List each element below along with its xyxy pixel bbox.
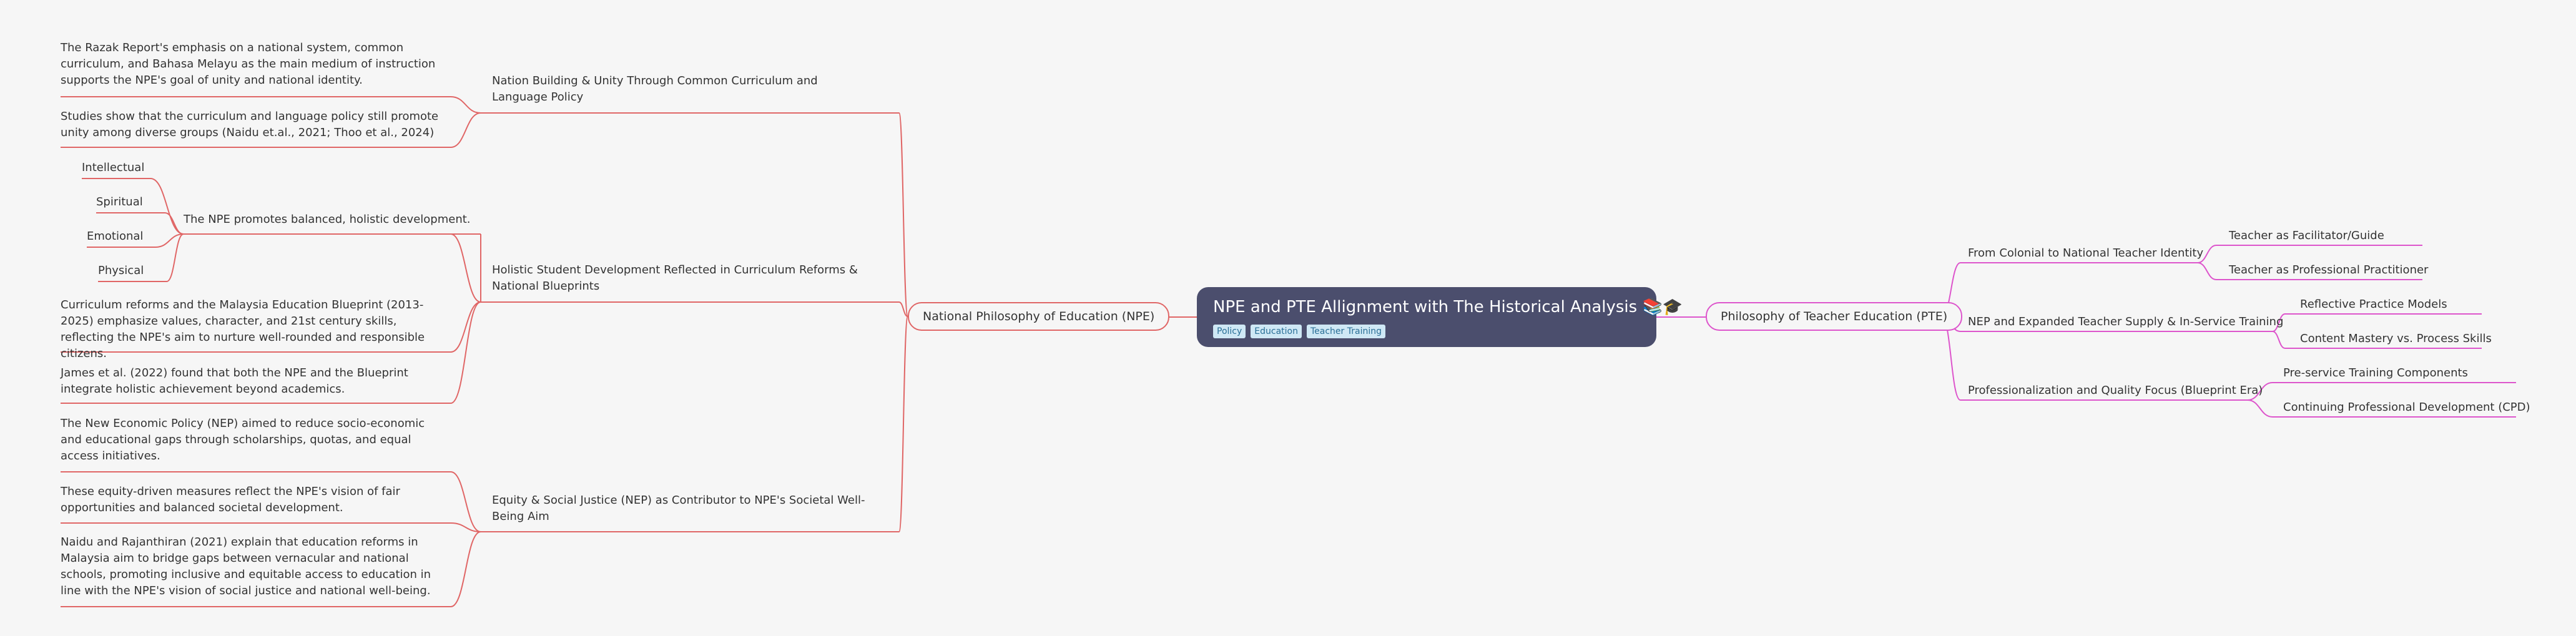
leaf-curve xyxy=(2272,313,2286,332)
npe-branch-curve xyxy=(898,112,908,317)
leaf-curve xyxy=(450,112,481,148)
graduation-cap-icon: 🎓 xyxy=(1662,298,1683,316)
root-title-text: NPE and PTE Allignment with The Historic… xyxy=(1213,298,1638,316)
leaf-curve xyxy=(450,522,481,532)
leaf-curve xyxy=(450,96,481,114)
leaf-curve xyxy=(2247,382,2273,401)
leaf-curve xyxy=(2197,262,2217,280)
leaf-naidu-rajanthiran[interactable]: Naidu and Rajanthiran (2021) explain tha… xyxy=(61,536,431,597)
leaf-preservice-training[interactable]: Pre-service Training Components xyxy=(2283,366,2468,379)
leaf-professional-practitioner[interactable]: Teacher as Professional Practitioner xyxy=(2229,263,2429,276)
quality-curve xyxy=(155,233,184,248)
sub-npe-balanced[interactable]: The NPE promotes balanced, holistic deve… xyxy=(184,213,471,226)
leaf-cpd[interactable]: Continuing Professional Development (CPD… xyxy=(2283,401,2530,414)
branch-professionalization[interactable]: Professionalization and Quality Focus (B… xyxy=(1968,384,2263,397)
npe-branch-curve xyxy=(898,301,908,317)
branch-teacher-supply[interactable]: NEP and Expanded Teacher Supply & In-Ser… xyxy=(1968,315,2284,328)
leaf-curve xyxy=(450,531,481,607)
quality-curve xyxy=(164,212,184,235)
leaf-spiritual[interactable]: Spiritual xyxy=(96,195,143,208)
leaf-intellectual[interactable]: Intellectual xyxy=(82,161,145,174)
npe-branch-curve xyxy=(898,316,908,532)
tag-list: Policy Education Teacher Training xyxy=(1213,325,1640,338)
branch-equity-social-justice[interactable]: Equity & Social Justice (NEP) as Contrib… xyxy=(492,494,865,523)
leaf-curve xyxy=(450,301,481,404)
leaf-content-mastery[interactable]: Content Mastery vs. Process Skills xyxy=(2300,332,2492,345)
leaf-unity-studies[interactable]: Studies show that the curriculum and lan… xyxy=(61,110,439,139)
leaf-curve xyxy=(450,471,481,532)
sub-connector xyxy=(450,233,481,303)
branch-teacher-identity[interactable]: From Colonial to National Teacher Identi… xyxy=(1968,247,2204,260)
leaf-nep-gaps[interactable]: The New Economic Policy (NEP) aimed to r… xyxy=(61,417,425,462)
tag[interactable]: Teacher Training xyxy=(1306,325,1385,338)
leaf-equity-measures[interactable]: These equity-driven measures reflect the… xyxy=(61,485,400,514)
tag[interactable]: Policy xyxy=(1213,325,1246,338)
tag[interactable]: Education xyxy=(1251,325,1302,338)
books-icon: 📚 xyxy=(1642,298,1663,316)
branch-nation-building[interactable]: Nation Building & Unity Through Common C… xyxy=(492,74,818,104)
quality-curve xyxy=(150,178,184,235)
leaf-curve xyxy=(2247,399,2273,418)
leaf-james-2022[interactable]: James et al. (2022) found that both the … xyxy=(61,366,408,396)
root-title: NPE and PTE Allignment with The Historic… xyxy=(1213,296,1683,318)
quality-curve xyxy=(166,233,184,282)
leaf-curve xyxy=(2197,245,2217,263)
leaf-curve xyxy=(450,301,481,353)
leaf-facilitator-guide[interactable]: Teacher as Facilitator/Guide xyxy=(2229,229,2384,242)
leaf-physical[interactable]: Physical xyxy=(98,264,144,277)
leaf-reflective-practice[interactable]: Reflective Practice Models xyxy=(2300,298,2447,311)
npe-topic[interactable]: National Philosophy of Education (NPE) xyxy=(908,302,1170,331)
leaf-curve xyxy=(2272,331,2286,349)
leaf-emotional[interactable]: Emotional xyxy=(87,230,144,243)
branch-holistic-development[interactable]: Holistic Student Development Reflected i… xyxy=(492,263,858,293)
root-topic[interactable]: NPE and PTE Allignment with The Historic… xyxy=(1197,287,1683,347)
leaf-curriculum-reforms[interactable]: Curriculum reforms and the Malaysia Educ… xyxy=(61,298,425,360)
leaf-razak-report[interactable]: The Razak Report's emphasis on a nationa… xyxy=(61,41,436,87)
pte-topic[interactable]: Philosophy of Teacher Education (PTE) xyxy=(1706,302,1963,331)
